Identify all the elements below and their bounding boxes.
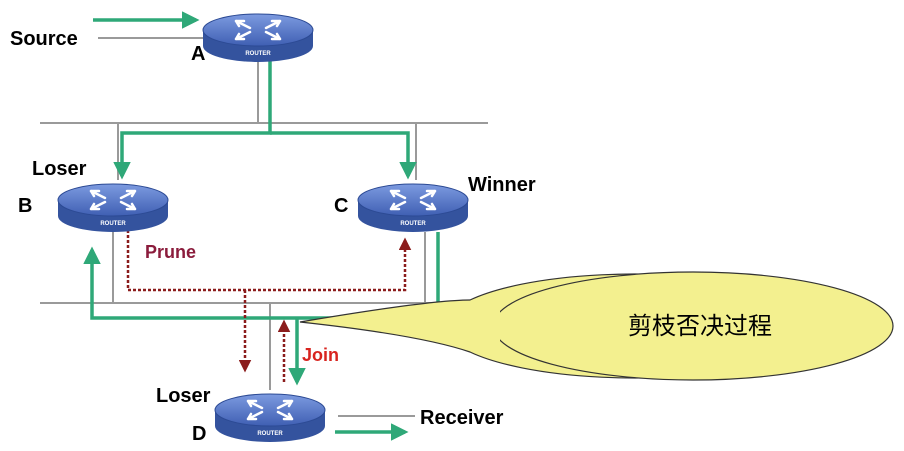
prune-message-arrow xyxy=(126,230,412,292)
control-messages xyxy=(126,230,412,382)
network-links xyxy=(40,37,490,417)
router-c-label: C xyxy=(334,195,348,217)
c-to-lan-to-b-flow-arrow xyxy=(83,232,440,320)
svg-text:ROUTER: ROUTER xyxy=(245,51,271,57)
prune-label: Prune xyxy=(145,242,196,262)
router-d-role-label: Loser xyxy=(156,385,211,407)
router-c: ROUTER xyxy=(356,182,470,234)
router-d: ROUTER xyxy=(213,392,327,444)
svg-text:ROUTER: ROUTER xyxy=(100,221,126,227)
router-b: ROUTER xyxy=(56,182,170,234)
router-c-role-label: Winner xyxy=(468,174,536,196)
svg-text:ROUTER: ROUTER xyxy=(400,221,426,227)
callout-text: 剪枝否决过程 xyxy=(628,312,772,340)
svg-text:ROUTER: ROUTER xyxy=(257,431,283,437)
router-b-label: B xyxy=(18,195,32,217)
a-to-b-flow-arrow xyxy=(113,60,272,180)
callout-bubble: 剪枝否决过程 xyxy=(299,271,894,381)
join-label: Join xyxy=(302,345,339,365)
router-a: ROUTER xyxy=(201,12,315,64)
a-to-c-flow-arrow xyxy=(270,131,417,180)
source-label: Source xyxy=(10,28,78,50)
router-d-label: D xyxy=(192,423,206,445)
receiver-label: Receiver xyxy=(420,407,504,429)
multicast-flow xyxy=(83,11,440,441)
router-b-role-label: Loser xyxy=(32,158,87,180)
router-a-label: A xyxy=(191,43,205,65)
